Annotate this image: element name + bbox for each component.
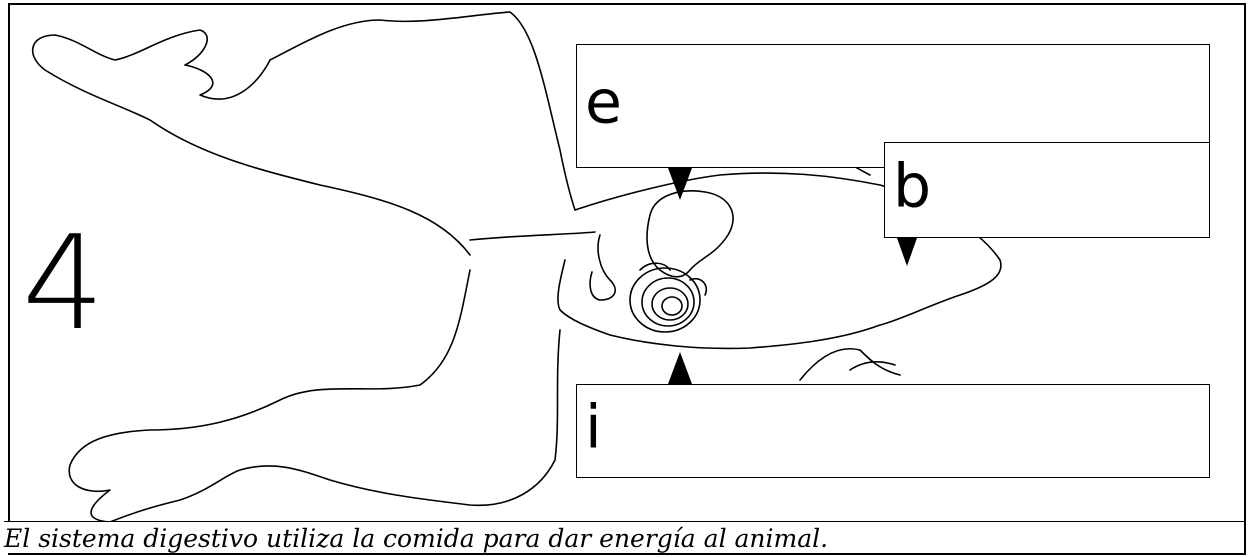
label-letter-e: e [585,67,622,138]
label-box-b[interactable]: b [884,142,1210,238]
frog-torso-outline [557,172,1002,350]
frog-upper-left-leg-outline [31,11,576,256]
caption: El sistema digestivo utiliza la comida p… [4,521,1244,553]
page-number: 4 [22,207,105,359]
arrow-to-intestine [668,352,692,384]
frog-esophagus [469,231,596,241]
frog-small-intestine-curve [589,234,616,301]
label-letter-b: b [893,151,932,222]
frog-lower-left-leg-outline [68,269,561,523]
label-box-i[interactable]: i [576,384,1210,478]
label-letter-i: i [585,392,602,463]
arrow-to-liver [897,238,917,266]
frog-coiled-intestines [629,262,708,333]
frog-lower-right-leg-outline [799,348,901,381]
arrow-to-stomach [668,168,692,200]
